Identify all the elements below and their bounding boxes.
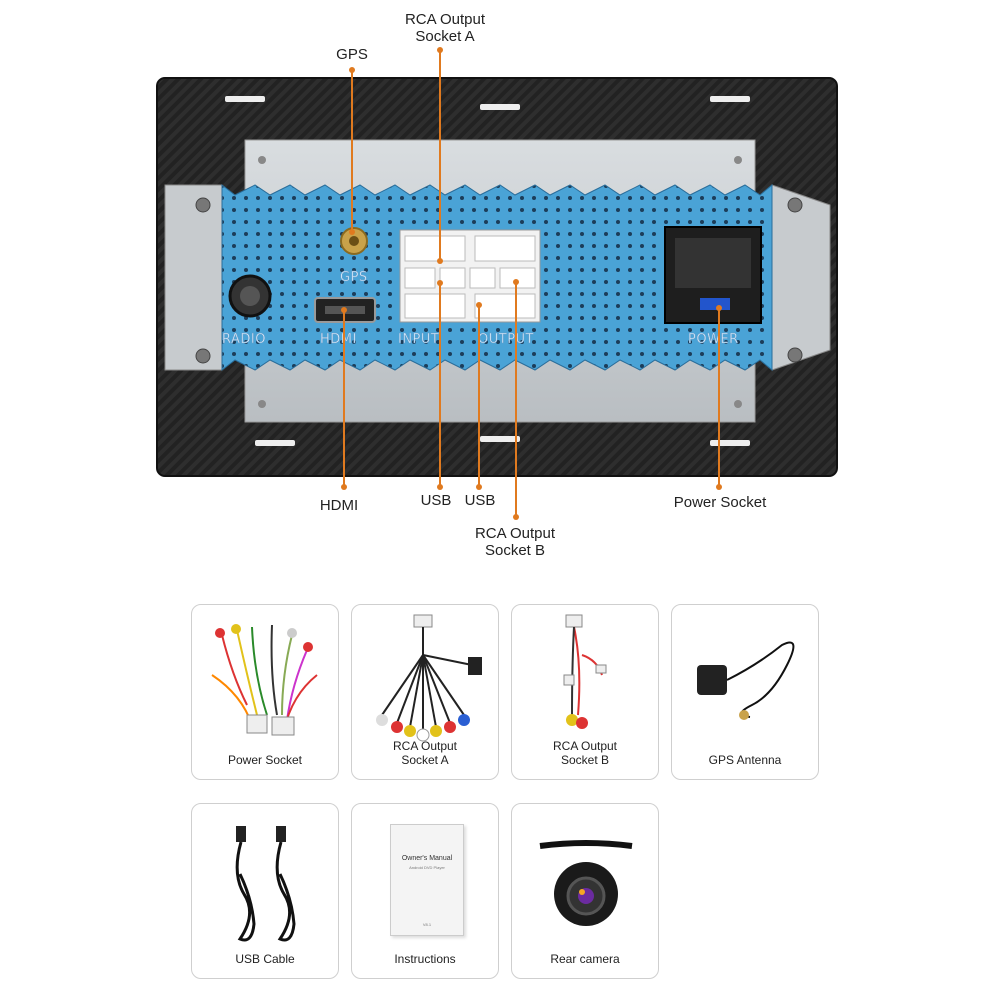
callout-usb-2: USB: [464, 492, 496, 509]
accessory-card-usb-cable: USB Cable: [191, 803, 339, 979]
power-port-label: POWER: [688, 332, 739, 347]
callout-lines: [343, 50, 720, 517]
booklet-title: Owner's Manual: [401, 855, 453, 862]
hdmi-port-label: HDMI: [320, 332, 357, 347]
accessory-card-instructions: Owner's Manual Android DVD Player V8.1 I…: [351, 803, 499, 979]
rear-camera-icon: [539, 840, 633, 926]
gps-port-label: GPS: [340, 270, 368, 285]
accessory-label: RCA Output Socket A: [392, 739, 458, 767]
manual-booklet-icon: Owner's Manual Android DVD Player V8.1: [390, 824, 464, 936]
callout-power-socket: Power Socket: [673, 494, 767, 511]
rca-cable-icon: [376, 614, 482, 742]
callout-rca-output-b-text: RCA Output Socket B: [474, 525, 556, 559]
callout-usb-1: USB: [420, 492, 452, 509]
accessory-label: Rear camera: [550, 952, 620, 966]
left-bracket: [164, 184, 223, 371]
accessory-card-rca-a: RCA Output Socket A: [351, 604, 499, 780]
callout-gps: GPS: [336, 46, 368, 63]
accessory-card-rear-camera: Rear camera: [511, 803, 659, 979]
accessory-card-power-socket: Power Socket: [191, 604, 339, 780]
accessory-card-rca-b: RCA Output Socket B: [511, 604, 659, 780]
callout-hdmi: HDMI: [319, 497, 359, 514]
output-port-label: OUTPUT: [478, 332, 534, 347]
rca-cable-b-icon: [563, 614, 607, 729]
input-port-label: INPUT: [398, 332, 439, 347]
wiring-harness-icon: [211, 624, 318, 736]
accessory-card-gps-antenna: GPS Antenna: [671, 604, 819, 780]
booklet-subtitle: Android DVD Player: [409, 865, 445, 870]
callout-rca-output-b: RCA Output Socket B: [455, 525, 575, 559]
callout-dots: [341, 47, 722, 520]
callout-rca-output-a-text: RCA Output Socket A: [404, 11, 486, 45]
accessory-label: RCA Output Socket B: [552, 739, 618, 767]
accessory-label: USB Cable: [235, 952, 295, 966]
usb-cable-icon: [235, 826, 296, 942]
accessory-label: Instructions: [394, 952, 456, 966]
right-bracket: [771, 184, 831, 371]
callout-rca-output-a: RCA Output Socket A: [385, 11, 505, 45]
head-unit-rear-diagram: RADIO GPS HDMI INPUT OUTPUT POWER: [156, 47, 838, 520]
radio-port-label: RADIO: [222, 332, 266, 347]
accessory-label: Power Socket: [227, 753, 303, 767]
accessory-label: GPS Antenna: [708, 753, 782, 767]
gps-antenna-icon: [697, 641, 795, 720]
booklet-footer: V8.1: [422, 922, 432, 927]
